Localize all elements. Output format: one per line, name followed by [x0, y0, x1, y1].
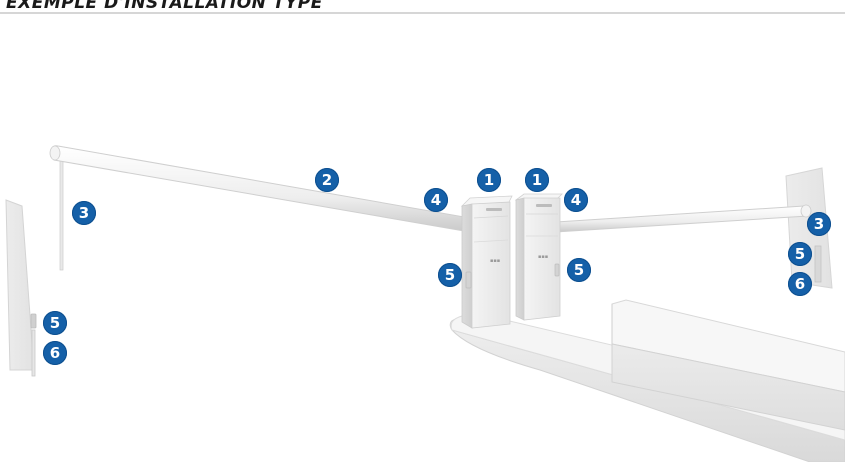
callout-support-left: 3: [72, 201, 96, 225]
cabinet-right-sensor: [555, 264, 559, 276]
callout-sensor-right-wall: 5: [788, 242, 812, 266]
cabinet-left-light: [486, 208, 502, 211]
right-wall-post: [815, 246, 821, 282]
callout-boom: 2: [315, 168, 339, 192]
svg-text:▪▪▪: ▪▪▪: [490, 258, 500, 264]
svg-text:▪▪▪: ▪▪▪: [538, 254, 548, 260]
barrier-cabinet-right: ▪▪▪: [516, 194, 562, 320]
callout-reader-left-wall: 6: [43, 341, 67, 365]
boom-arm-right: [556, 205, 811, 232]
cabinet-left-sensor: [466, 272, 471, 288]
boom-arm-left: [50, 146, 470, 232]
left-wall-sensor: [31, 314, 36, 328]
callout-support-right: 3: [807, 212, 831, 236]
callout-cabinet-left: 1: [477, 168, 501, 192]
callout-sensor-center-left: 5: [438, 263, 462, 287]
cabinet-right-light: [536, 204, 552, 207]
left-wall-reader-post: [32, 330, 35, 376]
callout-light-right: 4: [564, 188, 588, 212]
barrier-cabinet-left: ▪▪▪: [462, 196, 512, 328]
callout-sensor-left-wall: 5: [43, 311, 67, 335]
left-wall: [6, 200, 36, 376]
callout-light-left: 4: [424, 188, 448, 212]
callout-cabinet-right: 1: [525, 168, 549, 192]
callout-reader-right-wall: 6: [788, 272, 812, 296]
callout-sensor-center-right: 5: [567, 258, 591, 282]
left-boom-support: [60, 160, 63, 270]
